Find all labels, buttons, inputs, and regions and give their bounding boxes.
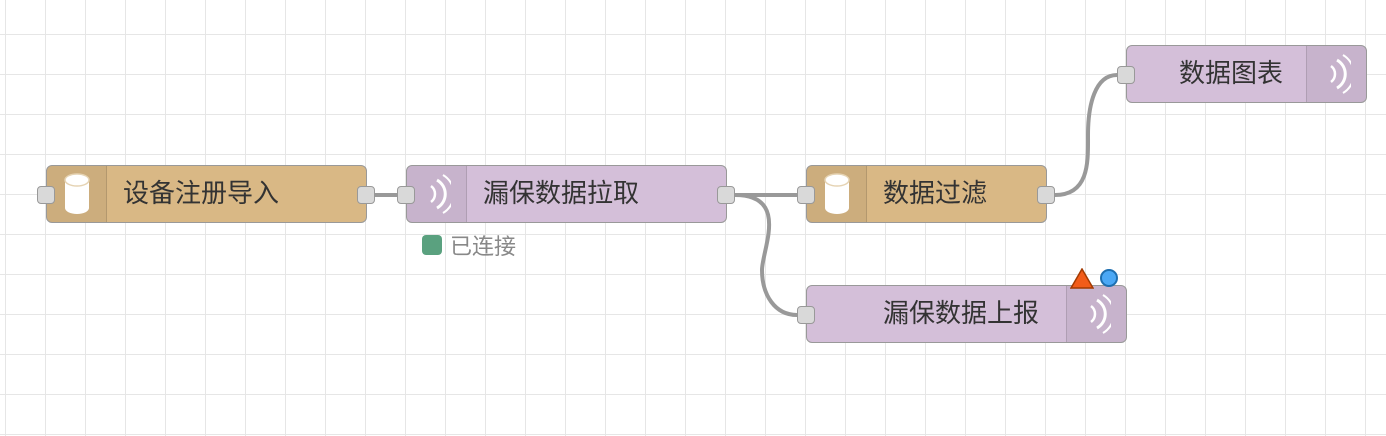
changed-indicator [1100,269,1118,287]
node-label: 设备注册导入 [123,179,280,209]
node-data-pull[interactable]: 漏保数据拉取 [406,165,727,223]
node-label: 数据过滤 [883,179,988,209]
output-port[interactable] [357,186,375,204]
database-icon [807,166,867,222]
node-data-chart[interactable]: 数据图表 [1126,45,1367,103]
wire-filter-to-chart[interactable] [1054,73,1118,197]
input-port[interactable] [797,306,815,324]
websocket-icon [1066,286,1126,342]
input-port[interactable] [397,186,415,204]
output-port[interactable] [717,186,735,204]
input-port[interactable] [797,186,815,204]
wire-pull-to-report[interactable] [734,193,798,317]
status-connected-indicator [422,235,442,255]
node-data-report[interactable]: 漏保数据上报 [806,285,1127,343]
warning-icon [1070,268,1094,289]
websocket-icon [407,166,467,222]
database-icon [47,166,107,222]
node-label: 漏保数据拉取 [483,179,640,209]
input-port[interactable] [37,186,55,204]
input-port[interactable] [1117,66,1135,84]
node-device-import[interactable]: 设备注册导入 [46,165,367,223]
node-status: 已连接 [422,229,516,261]
node-label: 数据图表 [1179,59,1284,89]
websocket-icon [1306,46,1366,102]
node-data-filter[interactable]: 数据过滤 [806,165,1047,223]
node-label: 漏保数据上报 [883,299,1040,329]
output-port[interactable] [1037,186,1055,204]
status-text: 已连接 [450,235,517,260]
